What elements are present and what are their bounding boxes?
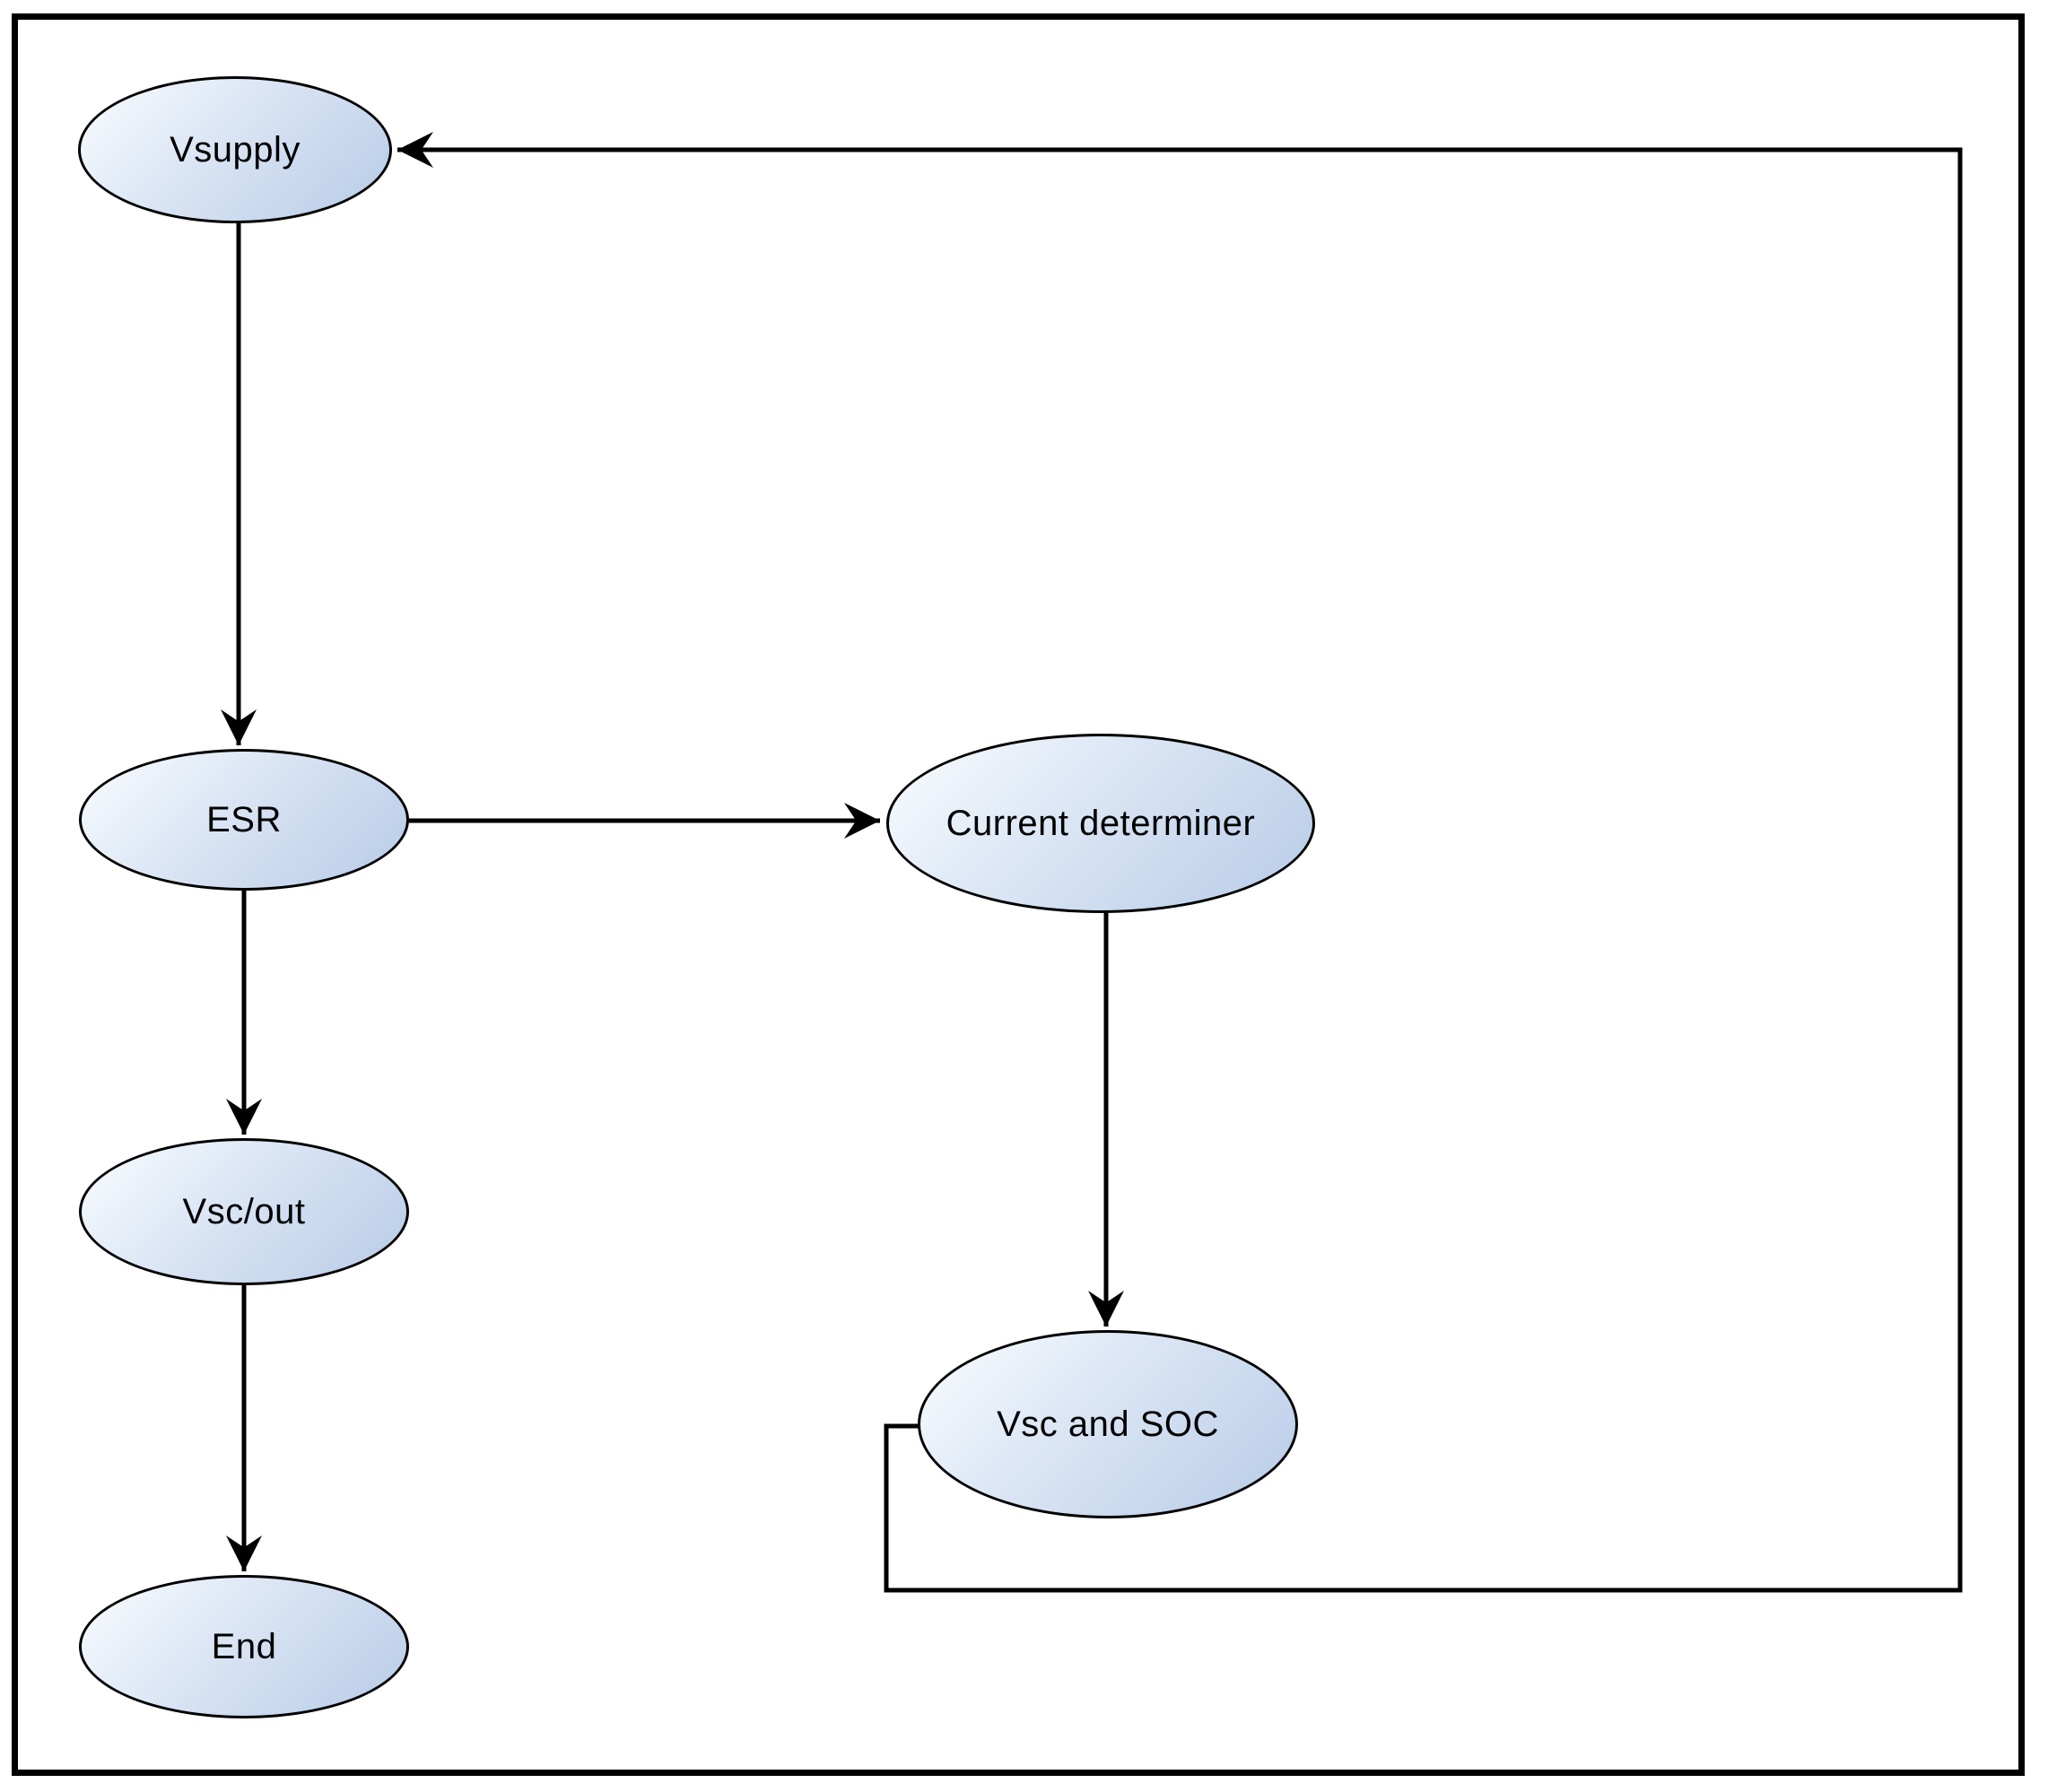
node-current-determiner: Current determiner: [886, 734, 1315, 913]
node-vsupply-label: Vsupply: [170, 129, 301, 170]
node-esr: ESR: [79, 749, 409, 891]
node-current-determiner-label: Current determiner: [946, 803, 1256, 843]
node-end: End: [79, 1575, 409, 1718]
node-vsupply: Vsupply: [78, 76, 392, 223]
diagram-frame: [12, 13, 2025, 1776]
node-vsc-out: Vsc/out: [79, 1138, 409, 1285]
node-vsc-out-label: Vsc/out: [182, 1191, 306, 1231]
node-end-label: End: [211, 1626, 277, 1666]
node-esr-label: ESR: [206, 799, 282, 839]
node-vsc-and-soc-label: Vsc and SOC: [997, 1404, 1219, 1444]
node-vsc-and-soc: Vsc and SOC: [918, 1330, 1298, 1518]
edge-vsc-and-soc-to-vsupply-feedback: [397, 132, 1963, 1593]
